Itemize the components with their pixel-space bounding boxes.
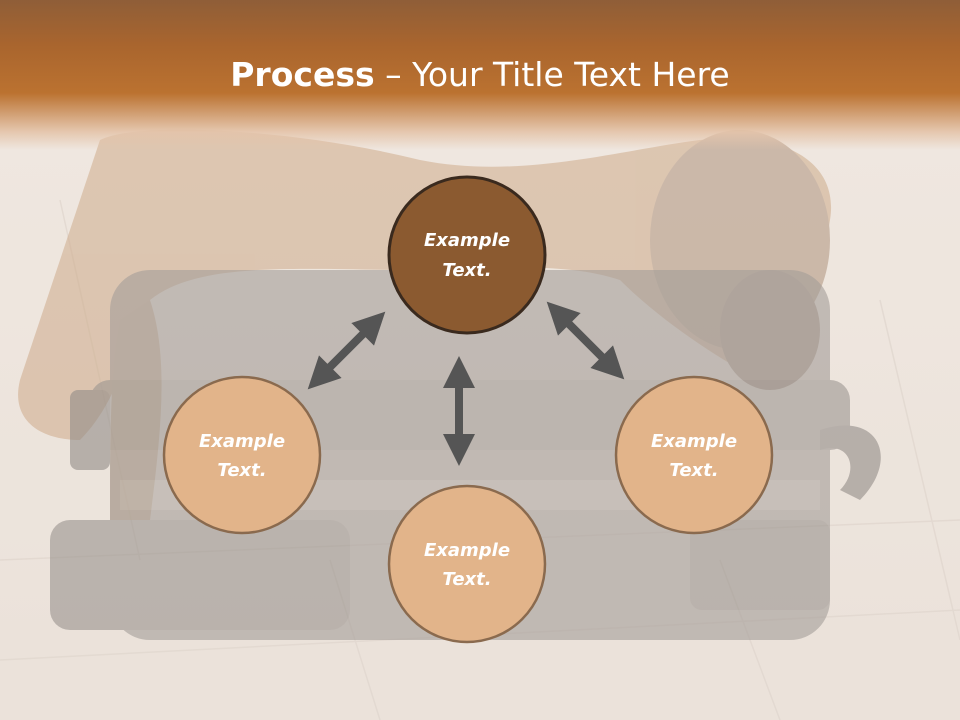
process-node-center: Example Text. [387,175,547,335]
node-bottom-line2: Text. [442,569,491,590]
node-bottom-line1: Example [424,540,510,561]
slide-title: Process – Your Title Text Here [0,50,960,100]
process-node-right: Example Text. [614,375,774,535]
node-right-line2: Text. [669,460,718,481]
node-left-line2: Text. [217,460,266,481]
node-center-line2: Text. [442,260,491,281]
arrow-center-left [307,311,386,390]
node-center-line1: Example [424,230,510,251]
node-left-line1: Example [199,431,285,452]
title-separator: – [374,55,413,94]
arrow-center-right [546,301,625,380]
node-right-line1: Example [651,431,737,452]
process-node-left: Example Text. [162,375,322,535]
process-node-bottom: Example Text. [387,484,547,644]
title-bold: Process [230,55,375,94]
title-banner [0,0,960,150]
title-rest: Your Title Text Here [412,55,730,94]
